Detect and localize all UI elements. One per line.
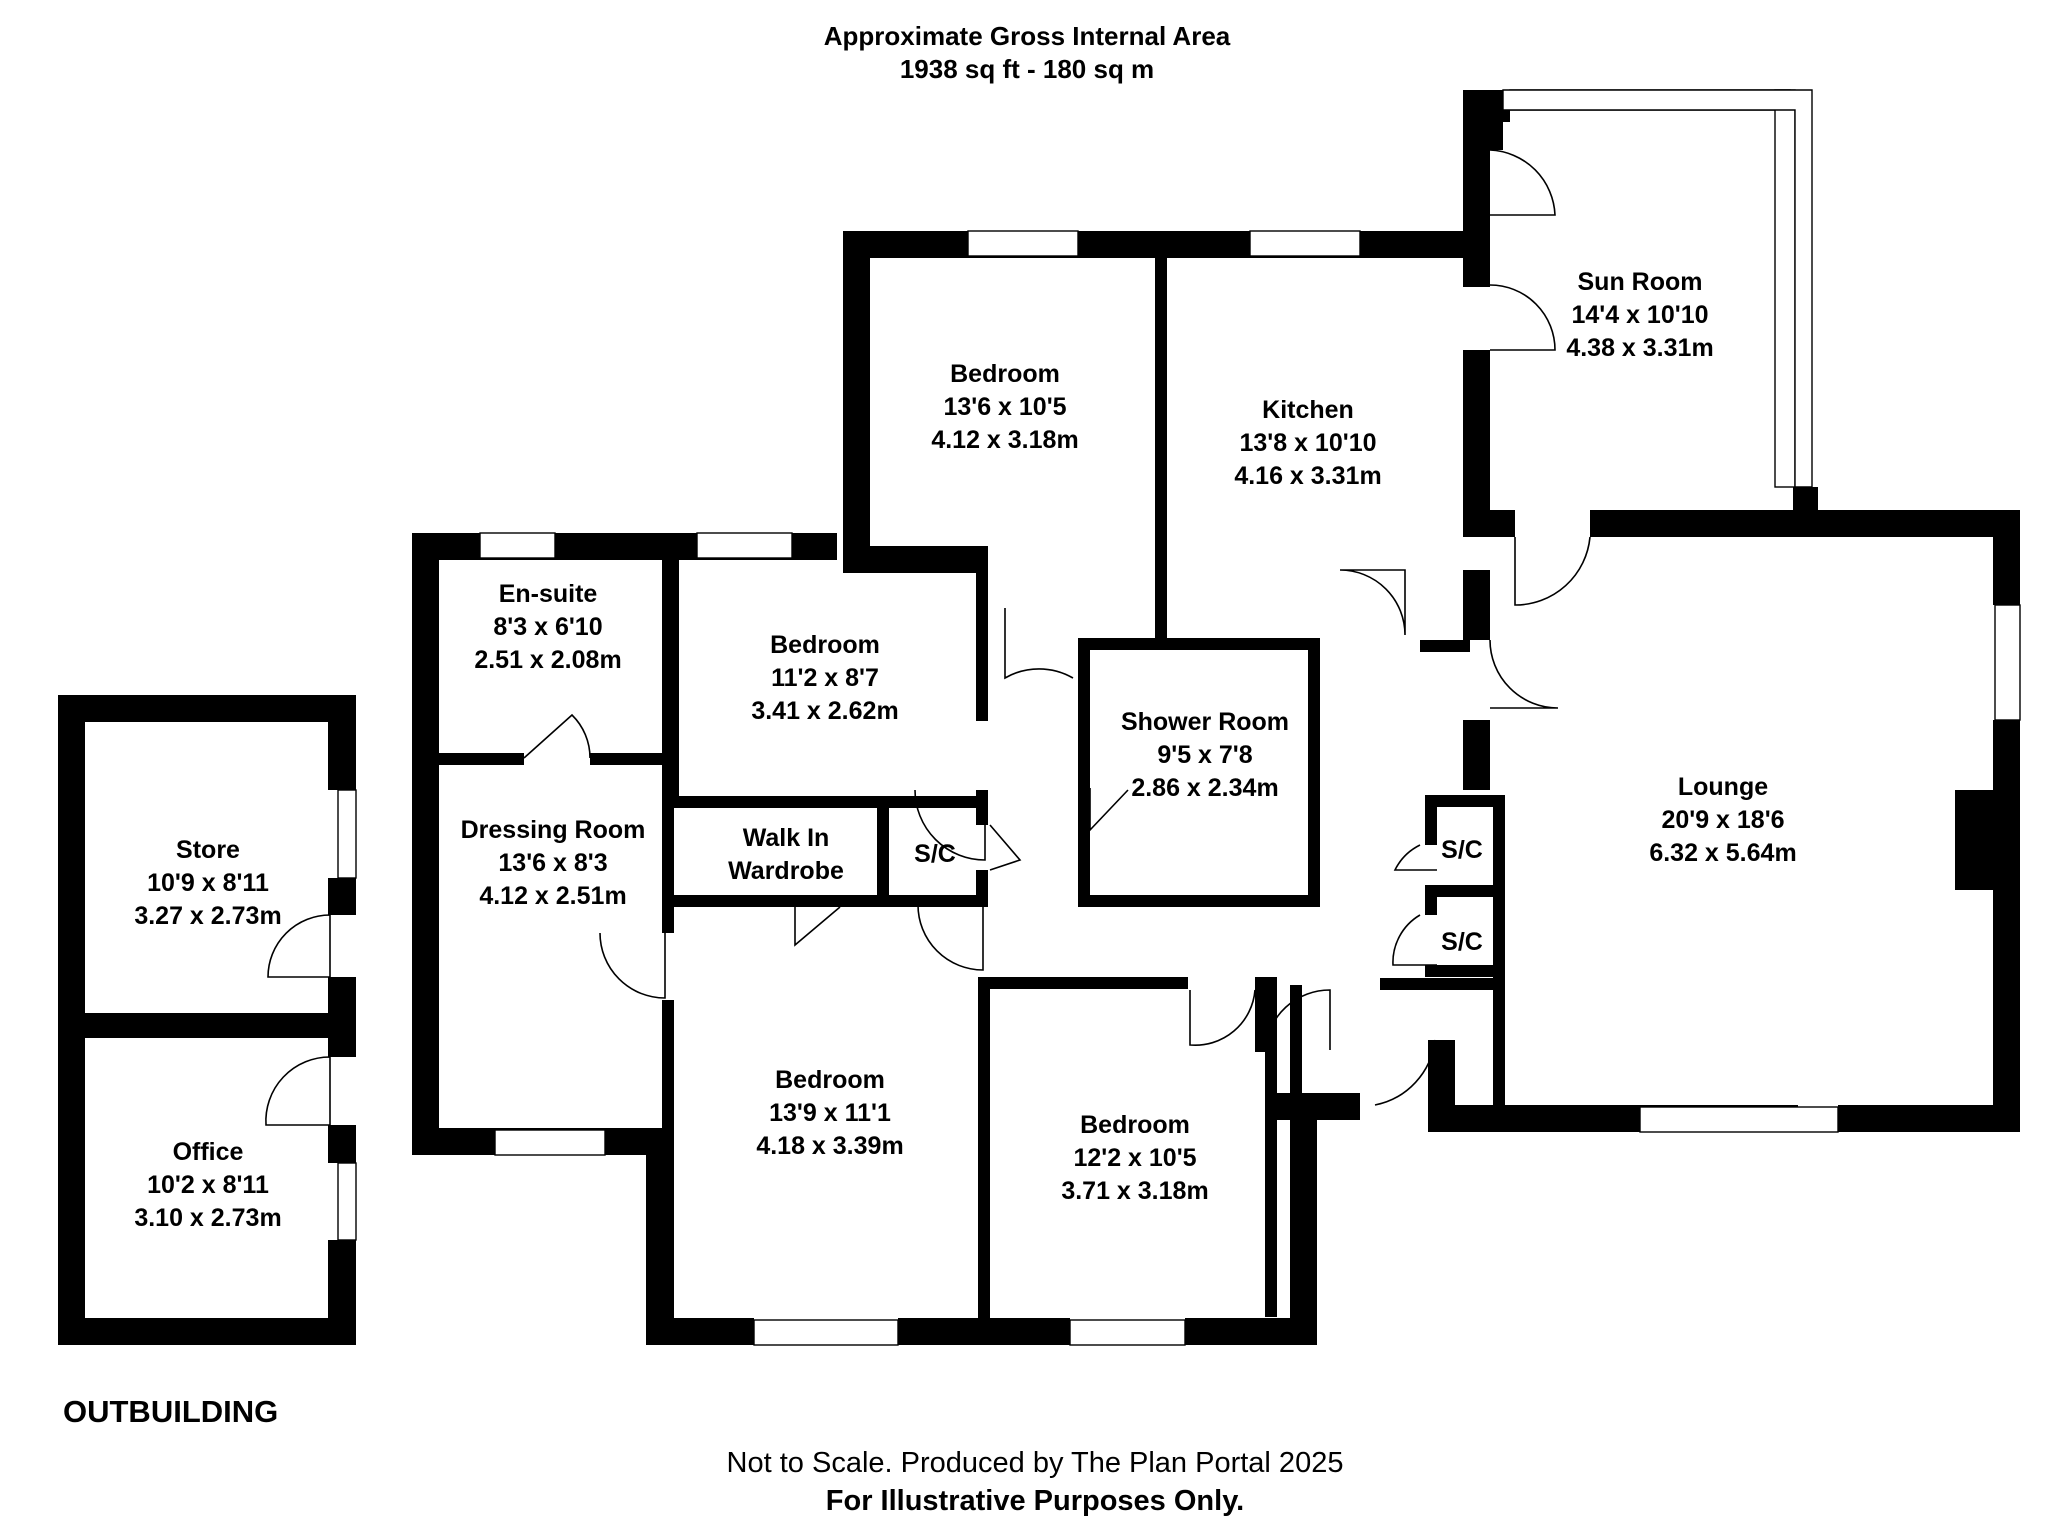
bedroom-1-metric: 4.12 x 3.18m	[931, 426, 1078, 454]
en-suite-metric: 2.51 x 2.08m	[474, 646, 621, 674]
office-door	[265, 1056, 331, 1126]
lounge-metric: 6.32 x 5.64m	[1649, 839, 1796, 867]
kitchen-imperial: 13'8 x 10'10	[1239, 429, 1376, 457]
footer-disclaimer: For Illustrative Purposes Only.	[826, 1485, 1244, 1517]
dressing-room-metric: 4.12 x 2.51m	[479, 882, 626, 910]
label-bedroom-4: Bedroom 12'2 x 10'5 3.71 x 3.18m	[1061, 1111, 1208, 1205]
sun-room-metric: 4.38 x 3.31m	[1566, 334, 1713, 362]
dressing-room-imperial: 13'6 x 8'3	[498, 849, 607, 877]
sun-room-imperial: 14'4 x 10'10	[1571, 301, 1708, 329]
label-office: Office 10'2 x 8'11 3.10 x 2.73m	[134, 1138, 281, 1232]
bedroom-4-name: Bedroom	[1080, 1111, 1190, 1139]
label-dressing-room: Dressing Room 13'6 x 8'3 4.12 x 2.51m	[461, 816, 646, 910]
bedroom-4-imperial: 12'2 x 10'5	[1073, 1144, 1196, 1172]
label-walk-in-wardrobe: Walk In Wardrobe	[728, 824, 844, 885]
footer-note: Not to Scale. Produced by The Plan Porta…	[727, 1447, 1344, 1479]
office-metric: 3.10 x 2.73m	[134, 1204, 281, 1232]
sc-label-1: S/C	[914, 840, 956, 868]
label-sun-room: Sun Room 14'4 x 10'10 4.38 x 3.31m	[1566, 268, 1713, 362]
shower-room-metric: 2.86 x 2.34m	[1131, 774, 1278, 802]
office-name: Office	[173, 1138, 244, 1166]
label-en-suite: En-suite 8'3 x 6'10 2.51 x 2.08m	[474, 580, 621, 674]
label-bedroom-2: Bedroom 11'2 x 8'7 3.41 x 2.62m	[751, 631, 898, 725]
outbuilding-label: OUTBUILDING	[63, 1394, 278, 1429]
store-window	[337, 789, 357, 879]
bedroom-3-imperial: 13'9 x 11'1	[769, 1099, 891, 1127]
bedroom-1-name: Bedroom	[950, 360, 1060, 388]
bedroom-2-imperial: 11'2 x 8'7	[771, 664, 879, 692]
label-lounge: Lounge 20'9 x 18'6 6.32 x 5.64m	[1649, 773, 1796, 867]
shower-room-imperial: 9'5 x 7'8	[1157, 741, 1252, 769]
label-shower-room: Shower Room 9'5 x 7'8 2.86 x 2.34m	[1121, 708, 1289, 802]
lounge-imperial: 20'9 x 18'6	[1661, 806, 1784, 834]
store-name: Store	[176, 836, 240, 864]
label-kitchen: Kitchen 13'8 x 10'10 4.16 x 3.31m	[1234, 396, 1381, 490]
bedroom-1-imperial: 13'6 x 10'5	[943, 393, 1066, 421]
dressing-room-name: Dressing Room	[461, 816, 646, 844]
walk-in-line2: Wardrobe	[728, 857, 844, 885]
outbuilding	[58, 695, 357, 1345]
sc-label-3: S/C	[1441, 928, 1483, 956]
label-bedroom-3: Bedroom 13'9 x 11'1 4.18 x 3.39m	[756, 1066, 903, 1160]
store-imperial: 10'9 x 8'11	[147, 869, 269, 897]
sc-label-2: S/C	[1441, 836, 1483, 864]
bedroom-3-metric: 4.18 x 3.39m	[756, 1132, 903, 1160]
doors	[523, 149, 1591, 1106]
office-imperial: 10'2 x 8'11	[147, 1171, 269, 1199]
store-door	[267, 914, 331, 978]
office-window	[337, 1162, 357, 1241]
label-bedroom-1: Bedroom 13'6 x 10'5 4.12 x 3.18m	[931, 360, 1078, 454]
area-title: Approximate Gross Internal Area	[824, 21, 1231, 51]
walk-in-line1: Walk In	[743, 824, 830, 852]
en-suite-name: En-suite	[499, 580, 598, 608]
bedroom-3-name: Bedroom	[775, 1066, 885, 1094]
lounge-name: Lounge	[1678, 773, 1768, 801]
sun-room-name: Sun Room	[1578, 268, 1703, 296]
area-value: 1938 sq ft - 180 sq m	[900, 54, 1154, 84]
bedroom-2-metric: 3.41 x 2.62m	[751, 697, 898, 725]
windows	[479, 89, 2021, 1346]
bedroom-4-metric: 3.71 x 3.18m	[1061, 1177, 1208, 1205]
shower-room-name: Shower Room	[1121, 708, 1289, 736]
en-suite-imperial: 8'3 x 6'10	[493, 613, 602, 641]
bedroom-2-name: Bedroom	[770, 631, 880, 659]
kitchen-metric: 4.16 x 3.31m	[1234, 462, 1381, 490]
label-store: Store 10'9 x 8'11 3.27 x 2.73m	[134, 836, 281, 930]
kitchen-name: Kitchen	[1262, 396, 1354, 424]
store-metric: 3.27 x 2.73m	[134, 902, 281, 930]
